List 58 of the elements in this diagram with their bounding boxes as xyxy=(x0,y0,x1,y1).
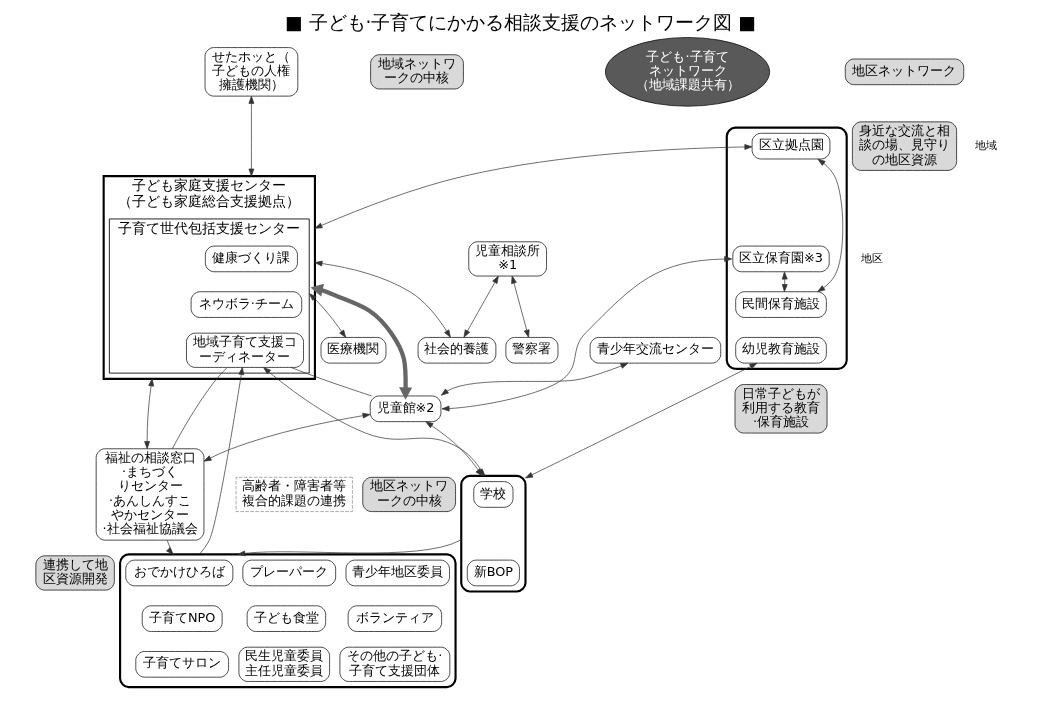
node-box: 学校 xyxy=(472,481,513,508)
label: 地区 xyxy=(860,250,883,265)
arrow xyxy=(510,275,529,338)
node-box: 幼児教育施設 xyxy=(734,337,827,364)
arrow xyxy=(309,283,412,400)
arrow xyxy=(441,256,732,412)
node-box: 警察署 xyxy=(505,337,558,364)
arrow xyxy=(816,158,843,293)
arrow xyxy=(440,362,628,396)
diagram-title: ■ 子ども·子育てにかかる相談支援のネットワーク図 ■ xyxy=(284,11,756,33)
connector xyxy=(289,367,372,397)
node-box: 連携して地区資源開発 xyxy=(35,555,115,591)
connector xyxy=(171,367,227,449)
arrow xyxy=(165,539,174,555)
arrow xyxy=(308,293,346,338)
node-box: 児童館※2 xyxy=(369,395,441,422)
node-box: 区立保育園※3 xyxy=(732,245,830,273)
node-box: 日常子どもが利用する教育·保育施設 xyxy=(734,384,827,434)
arrow xyxy=(463,275,499,338)
node-box: 青少年地区委員 xyxy=(345,559,450,587)
node-box: 青少年交流センター xyxy=(589,337,721,364)
arrow xyxy=(143,378,154,449)
node-box: 社会的養護 xyxy=(417,337,496,364)
node-box: 高齢者・障害者等複合的課題の連携 xyxy=(235,476,353,512)
arrow xyxy=(198,367,244,555)
node-box: 医療機関 xyxy=(320,337,386,364)
node-box: ネウボラ·チーム xyxy=(190,291,302,318)
arrow xyxy=(248,95,254,177)
node-box: プレーパーク xyxy=(242,559,336,587)
node-ellipse: 子ども·子育てネットワーク （地域課題共有） xyxy=(604,37,770,107)
arrow xyxy=(314,260,451,338)
arrow xyxy=(781,271,788,292)
node-box: せたホッと（子どもの人権擁護機関） xyxy=(204,47,298,97)
node-box: 民間保育施設 xyxy=(734,291,827,318)
node-box: おでかけひろば xyxy=(124,559,233,587)
node-box: 地区ネットワークの中核 xyxy=(361,476,456,512)
cluster xyxy=(459,474,527,593)
node-box: 身近な交流と相談の場、見守りの地区資源 xyxy=(851,121,957,171)
node-box: 新BOP xyxy=(466,559,520,587)
cluster xyxy=(118,553,457,689)
node-box: 子育てNPO xyxy=(141,605,222,632)
node-box: 地域ネットワークの中核 xyxy=(369,54,464,90)
label: 地域 xyxy=(974,137,997,152)
node-box: 地域子育て支援コーディネーター xyxy=(185,332,304,368)
node-box: 福祉の相談窓口 ·まちづくりセンター ·あんしんすこやかセンター ·社会福祉協議会 xyxy=(95,448,204,541)
arrow xyxy=(237,539,462,557)
node-box: 子育てサロン xyxy=(134,651,229,678)
node-box: 民生児童委員主任児童委員 xyxy=(238,646,330,682)
node-box: 児童相談所 ※1 xyxy=(467,241,547,277)
arrow xyxy=(314,144,752,229)
node-box: 子ども食堂 xyxy=(246,605,326,632)
node-box: 地区ネットワーク xyxy=(844,58,964,86)
arrow xyxy=(203,412,370,462)
node-box: 区立拠点園 xyxy=(751,132,830,160)
node-box: ボランティア xyxy=(347,605,442,632)
node-box: その他の子ども·子育て支援団体 xyxy=(339,646,450,682)
arrow xyxy=(524,362,757,479)
node-box: 健康づくり課 xyxy=(204,245,298,273)
